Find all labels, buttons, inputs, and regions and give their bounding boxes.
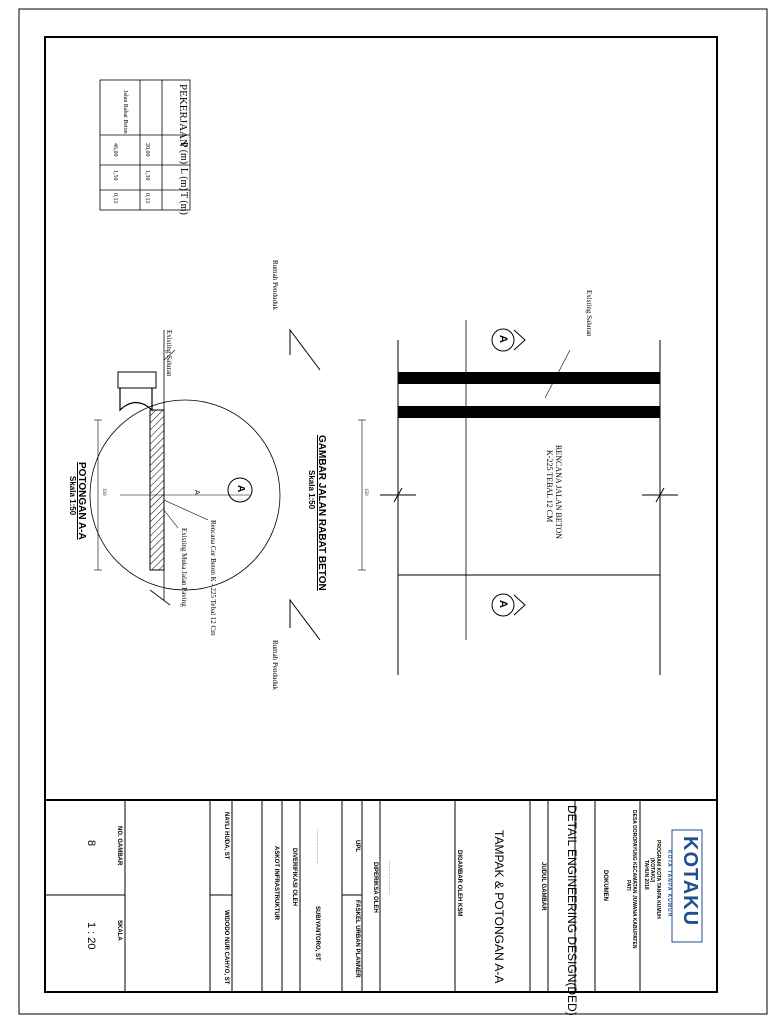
existing-drain-label: Existing Saluran xyxy=(585,290,593,337)
title-label: JUDUL GAMBAR xyxy=(540,862,546,911)
existing-drain-section-label: Existing Saluran xyxy=(165,330,173,377)
table-extra-t: 0,12 xyxy=(144,193,150,204)
drawing-no: 8 xyxy=(85,840,97,847)
plan-dimension: 150 xyxy=(363,488,368,496)
house-bottom-label: Rumah Penduduk xyxy=(271,640,279,690)
faskel-dots: ......................... xyxy=(315,830,321,865)
section-title: POTONGAN A-A xyxy=(76,462,87,540)
program-year: TAHUN 2018 xyxy=(643,860,649,890)
table-row-item: Jalan Rabat Beton xyxy=(122,90,128,134)
program-abbr: (KOTAKU) xyxy=(649,858,655,883)
table-header-p: P (m) xyxy=(178,142,189,165)
table-value-p: 46,00 xyxy=(112,143,118,157)
road-plan-label-2: K-225 TEBAL 12 CM xyxy=(545,450,554,523)
document-label: DOKUMEN xyxy=(602,870,608,901)
drawing-frame xyxy=(44,36,718,993)
askot-label: ASKOT INFRASTRUKTUR xyxy=(273,846,279,920)
logo-text: KOTAKU xyxy=(679,836,701,927)
plan-title: GAMBAR JALAN RABAT BETON xyxy=(316,435,327,591)
house-top-label: Rumah Penduduk xyxy=(271,260,279,310)
table-extra-p: 20,00 xyxy=(144,143,150,157)
logo-sub: KOTA TANPA KUMUH xyxy=(666,850,672,918)
upl-label: UPL xyxy=(354,840,360,852)
detail-marker-label: A xyxy=(235,485,246,493)
drain-leader xyxy=(544,349,571,399)
existing-road-label: Existing Muka Jalan Paving xyxy=(180,528,188,607)
program-label: PROGRAM KOTA TANPA KUMUH xyxy=(655,840,661,919)
outer-border xyxy=(18,8,768,1015)
section-view xyxy=(89,328,321,641)
section-marker-top xyxy=(491,328,526,352)
work-table xyxy=(99,79,191,211)
location-line-2: PATI xyxy=(625,880,631,891)
table-header-l: L (m) xyxy=(178,168,189,191)
section-marker-bottom-label: A xyxy=(497,600,509,608)
cut-label: A xyxy=(193,490,200,495)
road-plan-label-1: RENCANA JALAN BETON xyxy=(554,445,563,540)
title-block-grid xyxy=(45,800,641,992)
verifier-1: NAYLI HUDA, ST xyxy=(223,812,229,860)
road-plan xyxy=(358,320,678,675)
scale-label: SKALA xyxy=(116,920,122,941)
checked-dots: ......................... xyxy=(387,860,393,895)
logo-box xyxy=(671,829,703,943)
verified-by: DIVERIFIKASI OLEH xyxy=(291,848,297,907)
section-marker-bottom xyxy=(491,593,526,617)
checked-by: DIPERIKSA OLEH xyxy=(372,862,378,913)
faskel-label: FASKEL URBAN PLANNER xyxy=(354,900,360,978)
verifier-2: WIDODO NUR CAHYO, ST xyxy=(223,910,229,985)
existing-drains-plan xyxy=(398,372,660,418)
title-value: TAMPAK & POTONGAN A-A xyxy=(492,830,506,984)
drawn-by: DIGAMBAR OLEH KSM xyxy=(456,850,462,917)
concrete-label: Rencana Cor Beton K - 225 Tebal 12 Cm xyxy=(209,520,217,636)
section-dimension: 150 xyxy=(101,488,106,496)
detail-marker xyxy=(227,477,253,503)
table-header-t: T (m) xyxy=(178,192,189,215)
table-extra-l: 1,30 xyxy=(144,170,150,181)
document-value: DETAIL ENGINEERING DESIGN(DED) xyxy=(565,805,579,1016)
plan-scale: Skala 1:50 xyxy=(307,470,316,510)
table-value-t: 0,12 xyxy=(112,193,118,204)
table-value-l: 1,50 xyxy=(112,170,118,181)
section-marker-top-label: A xyxy=(497,335,509,343)
location-line-1: DESA DOROPAYUNG KECAMATAN JUWANA KABUPAT… xyxy=(631,810,637,949)
section-scale: Skala 1:50 xyxy=(68,476,77,516)
scale-value: 1 : 20 xyxy=(85,922,97,950)
faskel-name: SUBIYANTORO, ST xyxy=(314,906,320,961)
table-header-pekerjaan: PEKERJAAN xyxy=(177,84,189,147)
drawing-no-label: NO. GAMBAR xyxy=(116,826,122,866)
